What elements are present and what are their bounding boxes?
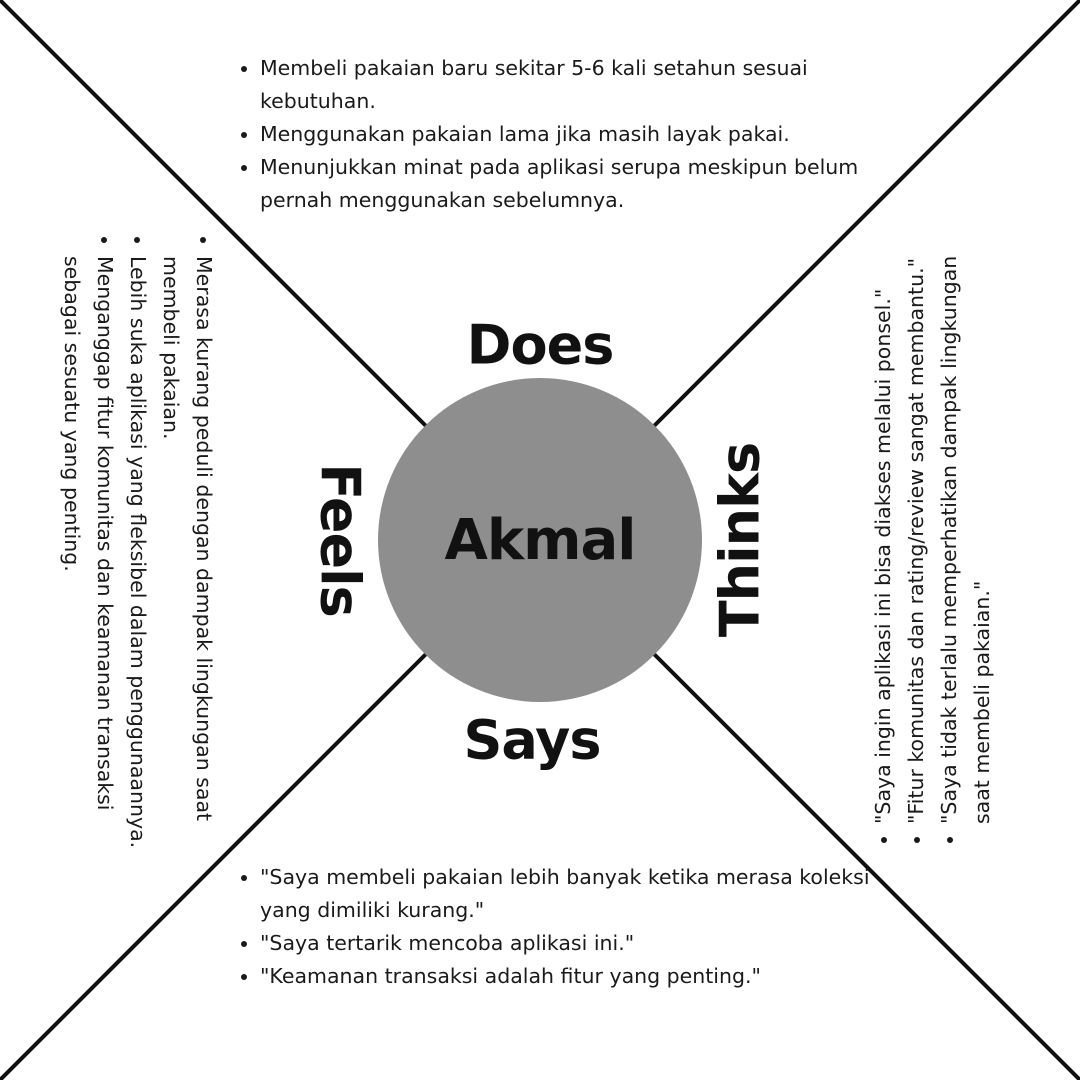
persona-circle: Akmal [378, 378, 702, 702]
does-quadrant: Membeli pakaian baru sekitar 5-6 kali se… [234, 52, 874, 217]
feels-item: Merasa kurang peduli dengan dampak lingk… [154, 256, 220, 850]
does-label: Does [466, 313, 615, 377]
thinks-label: Thinks [708, 442, 772, 638]
says-quadrant: "Saya membeli pakaian lebih banyak ketik… [234, 861, 874, 993]
thinks-text-block: "Saya ingin aplikasi ini bisa diakses me… [867, 230, 997, 850]
divider-top-left [0, 0, 432, 432]
does-item: Menunjukkan minat pada aplikasi serupa m… [260, 151, 874, 217]
thinks-item: "Saya ingin aplikasi ini bisa diakses me… [867, 230, 900, 824]
says-item: "Saya tertarik mencoba aplikasi ini." [260, 927, 874, 960]
says-item: "Saya membeli pakaian lebih banyak ketik… [260, 861, 874, 927]
thinks-list: "Saya ingin aplikasi ini bisa diakses me… [867, 230, 999, 850]
thinks-item: "Fitur komunitas dan rating/review sanga… [900, 230, 933, 824]
feels-list: Merasa kurang peduli dengan dampak lingk… [55, 230, 220, 850]
feels-label: Feels [308, 463, 372, 617]
divider-top-right [648, 0, 1080, 432]
says-list: "Saya membeli pakaian lebih banyak ketik… [234, 861, 874, 993]
does-item: Membeli pakaian baru sekitar 5-6 kali se… [260, 52, 874, 118]
feels-item: Menganggap fitur komunitas dan keamanan … [55, 256, 121, 850]
does-list: Membeli pakaian baru sekitar 5-6 kali se… [234, 52, 874, 217]
feels-text-block: Merasa kurang peduli dengan dampak lingk… [20, 230, 220, 850]
thinks-item: "Saya tidak terlalu memperhatikan dampak… [933, 230, 999, 824]
does-item: Menggunakan pakaian lama jika masih laya… [260, 118, 874, 151]
feels-item: Lebih suka aplikasi yang fleksibel dalam… [121, 256, 154, 850]
divider-bottom-right [648, 648, 1080, 1080]
says-label: Says [463, 708, 601, 772]
divider-bottom-left [0, 648, 432, 1080]
says-item: "Keamanan transaksi adalah fitur yang pe… [260, 960, 874, 993]
persona-name: Akmal [444, 507, 637, 573]
